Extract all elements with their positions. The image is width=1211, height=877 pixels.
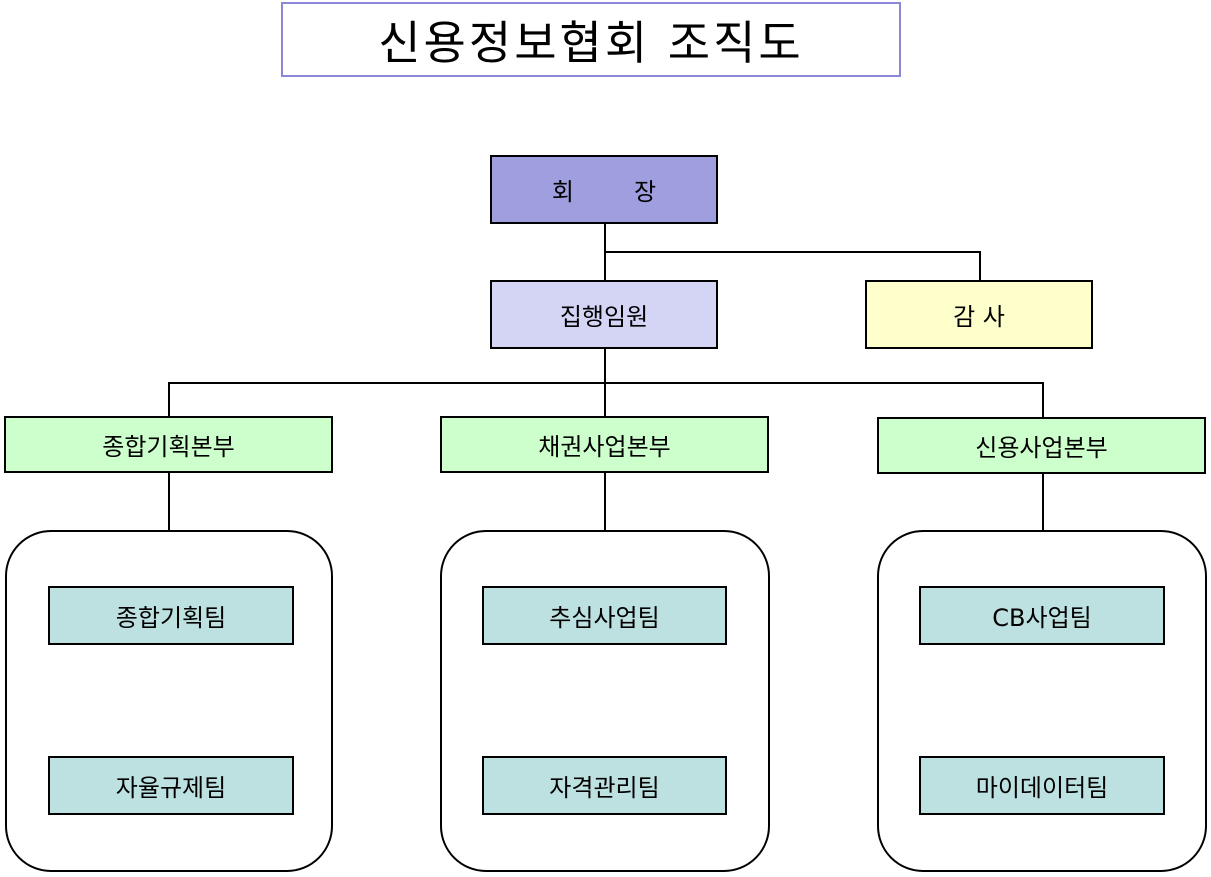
chart-title: 신용정보협회 조직도 [281,2,901,77]
team-group-3 [877,530,1207,872]
division-debt-business: 채권사업본부 [440,416,769,473]
team-mydata: 마이데이터팀 [919,756,1165,815]
team-cb-business: CB사업팀 [919,586,1165,645]
division-planning: 종합기획본부 [4,416,333,473]
line-president-auditor [605,251,981,281]
team-collection-business: 추심사업팀 [482,586,727,645]
division-credit-business: 신용사업본부 [877,417,1206,474]
president-label-1: 회 [551,178,574,206]
team-planning: 종합기획팀 [48,586,294,645]
auditor-box: 감 사 [865,280,1093,349]
team-self-regulation: 자율규제팀 [48,756,294,815]
team-group-2 [440,530,770,872]
president-box: 회 장 [490,155,718,224]
team-qualification-management: 자격관리팀 [482,756,727,815]
team-group-1 [5,530,333,872]
president-label-2: 장 [634,178,657,206]
executives-box: 집행임원 [490,280,718,349]
